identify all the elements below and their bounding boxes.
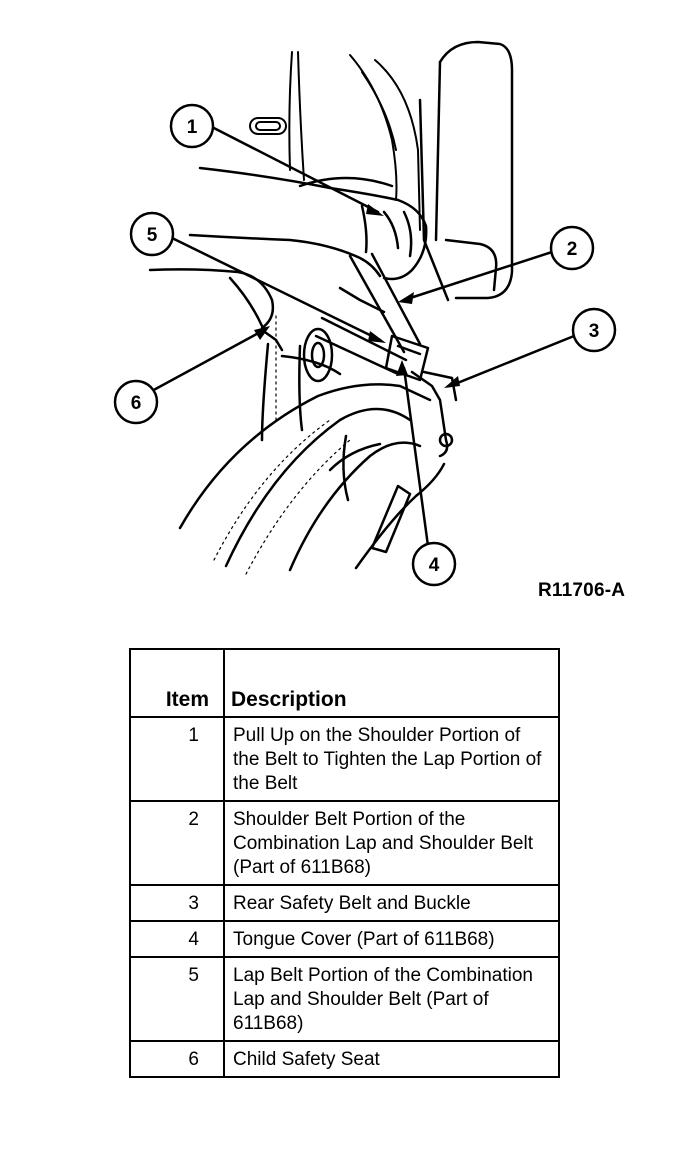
callout-1: 1 <box>169 103 215 149</box>
svg-text:2: 2 <box>567 239 578 260</box>
row-item-number: 4 <box>129 920 225 958</box>
row-item-number: 5 <box>129 956 225 1042</box>
callout-3: 3 <box>571 307 617 353</box>
legend-header-row: Item Description <box>129 648 560 718</box>
rear-seat-back <box>418 40 514 302</box>
callout-2: 2 <box>549 225 595 271</box>
row-description: Pull Up on the Shoulder Portion of the B… <box>223 716 560 802</box>
callout-5: 5 <box>129 211 175 257</box>
header-item: Item <box>129 648 225 718</box>
child-seat-base <box>178 383 446 572</box>
svg-text:6: 6 <box>131 393 142 414</box>
svg-text:4: 4 <box>429 555 440 576</box>
row-description: Lap Belt Portion of the Combination Lap … <box>223 956 560 1042</box>
row-description: Tongue Cover (Part of 611B68) <box>223 920 560 958</box>
arm-and-hand <box>188 166 428 281</box>
figure-reference-number: R11706-A <box>538 580 626 601</box>
header-description: Description <box>223 648 560 718</box>
seat-texture <box>213 315 351 575</box>
row-description: Child Safety Seat <box>223 1040 560 1078</box>
row-item-number: 2 <box>129 800 225 886</box>
seat-belt-illustration: 1 2 3 4 5 6 <box>113 40 617 587</box>
svg-text:5: 5 <box>147 225 158 246</box>
table-row: 2 Shoulder Belt Portion of the Combinati… <box>129 800 560 886</box>
row-item-number: 1 <box>129 716 225 802</box>
table-row: 4 Tongue Cover (Part of 611B68) <box>129 920 560 958</box>
belt-webbing <box>314 252 422 376</box>
buckle-assembly <box>302 327 458 458</box>
row-description: Rear Safety Belt and Buckle <box>223 884 560 922</box>
callout-4: 4 <box>411 541 457 587</box>
row-item-number: 3 <box>129 884 225 922</box>
table-row: 5 Lap Belt Portion of the Combination La… <box>129 956 560 1042</box>
leader-arrowheads <box>254 204 460 388</box>
seat-back-outline <box>249 51 421 231</box>
svg-text:3: 3 <box>589 321 600 342</box>
row-item-number: 6 <box>129 1040 225 1078</box>
callout-6: 6 <box>113 379 159 425</box>
row-description: Shoulder Belt Portion of the Combination… <box>223 800 560 886</box>
leader-lines <box>148 124 576 548</box>
legend-table: Item Description 1 Pull Up on the Should… <box>129 648 560 1078</box>
table-row: 6 Child Safety Seat <box>129 1040 560 1078</box>
svg-text:1: 1 <box>187 117 198 138</box>
table-row: 3 Rear Safety Belt and Buckle <box>129 884 560 922</box>
table-row: 1 Pull Up on the Shoulder Portion of the… <box>129 716 560 802</box>
